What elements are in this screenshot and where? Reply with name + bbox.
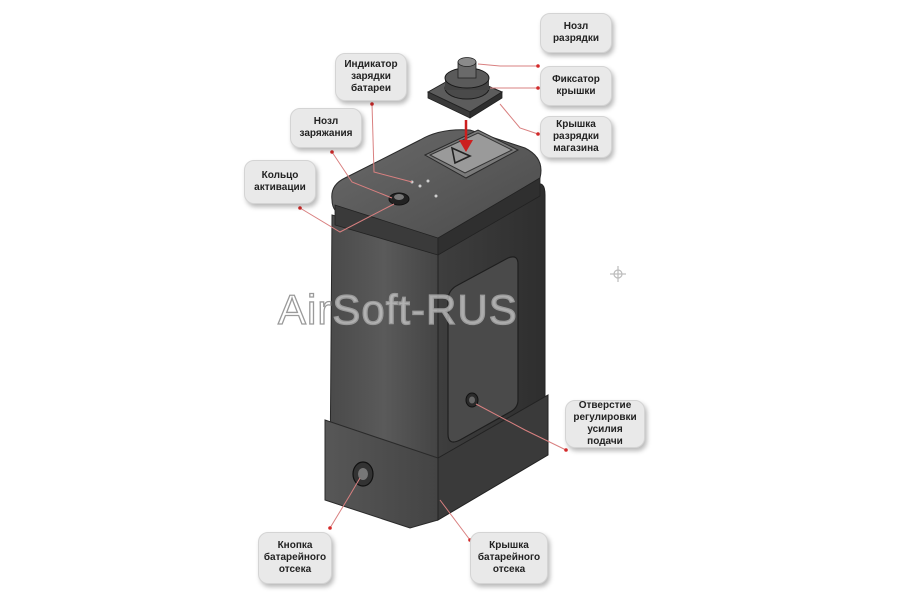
feed-adjust-hole-inner <box>469 396 475 404</box>
battery-cover-side <box>437 394 549 521</box>
assembly-arrow-head <box>459 140 473 152</box>
callout-discharge-nozzle: Нозл разрядки <box>540 13 612 53</box>
battery-button-inner <box>358 468 368 480</box>
leader-charge-indicator <box>371 103 413 183</box>
watermark-text: AirSoft-RUS <box>277 285 518 333</box>
leader-battery-cover <box>439 499 471 541</box>
indicator-led <box>418 184 422 188</box>
leader-activation-ring <box>299 203 395 233</box>
indicator-led <box>434 194 438 198</box>
cap-lock-plate-edge-2 <box>469 91 503 119</box>
callout-cap-lock: Фиксатор крышки <box>540 66 612 106</box>
top-cap-side <box>437 177 541 256</box>
leader-discharge-cover <box>499 103 539 135</box>
side-window-panel <box>447 256 519 443</box>
discharge-cover-triangle-icon <box>450 146 472 165</box>
logo-star-icon <box>610 266 626 282</box>
callout-discharge-cover: Крышка разрядки магазина <box>540 116 612 158</box>
leader-battery-button <box>329 477 361 529</box>
leader-discharge-nozzle <box>477 63 538 67</box>
leader-charge-nozzle <box>331 151 393 199</box>
indicator-led <box>426 179 430 183</box>
callout-charge-indicator: Индикатор зарядки батареи <box>335 53 407 101</box>
callout-activation-ring: Кольцо активации <box>244 160 316 204</box>
callout-battery-button: Кнопка батарейного отсека <box>258 532 332 584</box>
callout-charge-nozzle: Нозл заряжания <box>290 108 362 148</box>
battery-cover-front <box>324 419 439 529</box>
discharge-nozzle-icon <box>457 57 477 67</box>
callout-feed-adjust-hole: Отверстие регулировки усилия подачи <box>565 400 645 448</box>
callout-battery-cover: Крышка батарейного отсека <box>470 532 548 584</box>
leader-feed-adjust <box>475 403 567 451</box>
leader-lines <box>299 63 567 541</box>
charge-nozzle-inner <box>394 194 404 200</box>
